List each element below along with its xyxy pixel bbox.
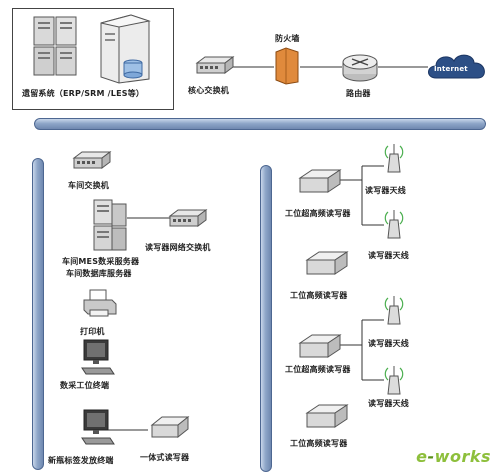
uhf-reader-2-label: 工位超高频读写器 [285, 365, 351, 374]
antenna-1a-label: 读写器天线 [365, 186, 406, 195]
antenna-1b-icon [384, 210, 404, 239]
collect-terminal-label: 数采工位终端 [60, 381, 110, 390]
antenna-1a-icon [384, 144, 404, 173]
firewall-label: 防火墙 [275, 34, 300, 43]
workshop-switch-icon [72, 151, 112, 169]
tag-terminal-label: 新瓶标签发放终端 [48, 456, 114, 465]
antenna-2b-icon [384, 366, 404, 395]
antenna-2b-label: 读写器天线 [368, 399, 409, 408]
hf-reader-2-icon [305, 404, 349, 428]
reader-switch-label: 读写器网络交换机 [145, 243, 211, 252]
backbone-bus [34, 118, 486, 130]
uhf-reader-1-label: 工位超高频读写器 [285, 209, 351, 218]
internet-cloud-icon [428, 54, 485, 79]
antenna-2a-label: 读写器天线 [368, 339, 409, 348]
core-switch-icon [195, 56, 235, 74]
db-server-label: 车间数据库服务器 [66, 269, 132, 278]
printer-label: 打印机 [80, 327, 105, 336]
legacy-system-label: 遗留系统（ERP/SRM /LES等） [22, 89, 145, 98]
printer-icon [83, 289, 117, 317]
database-server-icon [100, 14, 151, 84]
integrated-reader-icon [150, 415, 190, 439]
mes-server-label: 车间MES数采服务器 [62, 257, 140, 266]
antenna-1b-label: 读写器天线 [368, 251, 409, 260]
internet-label: Internet [434, 65, 468, 73]
watermark-suffix: works [434, 447, 491, 466]
tag-terminal-icon [81, 409, 115, 445]
integrated-reader-label: 一体式读写器 [140, 453, 190, 462]
router-icon [342, 54, 378, 82]
hf-reader-1-icon [305, 251, 349, 275]
hf-reader-1-label: 工位高频读写器 [290, 291, 348, 300]
core-switch-label: 核心交换机 [188, 86, 229, 95]
collect-terminal-icon [81, 339, 115, 375]
uhf-reader-1-icon [298, 169, 342, 193]
eworks-watermark: e-works [416, 447, 491, 466]
mes-server-icon [93, 199, 127, 251]
firewall-icon [275, 47, 299, 85]
left-bus [32, 158, 44, 470]
right-bus [260, 165, 272, 472]
hf-reader-2-label: 工位高频读写器 [290, 439, 348, 448]
antenna-2a-icon [384, 296, 404, 325]
workshop-switch-label: 车间交换机 [68, 181, 109, 190]
reader-switch-icon [168, 209, 208, 227]
router-label: 路由器 [346, 89, 371, 98]
server-rack-icon [33, 16, 77, 76]
watermark-prefix: e [416, 447, 428, 466]
uhf-reader-2-icon [298, 334, 342, 358]
